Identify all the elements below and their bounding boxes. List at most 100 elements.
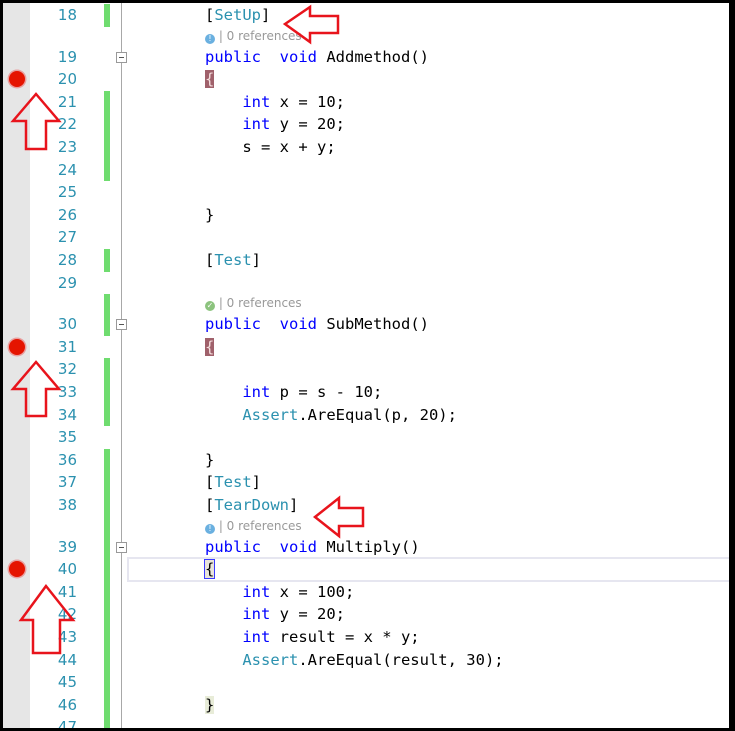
code-token: p = s - 10;: [270, 383, 383, 401]
code-text[interactable]: int y = 20;: [205, 113, 345, 135]
references-link[interactable]: 0 references: [226, 518, 302, 533]
code-line[interactable]: 43 int result = x * y;: [3, 626, 729, 649]
collapse-icon[interactable]: [116, 51, 127, 63]
code-line[interactable]: 21 int x = 10;: [3, 90, 729, 114]
code-line[interactable]: 34 Assert.AreEqual(p, 20);: [3, 403, 729, 427]
code-line[interactable]: 19 public void Addmethod(): [3, 46, 729, 69]
code-text[interactable]: int result = x * y;: [205, 626, 419, 648]
code-text[interactable]: }: [205, 449, 214, 471]
code-line[interactable]: 23 s = x + y;: [3, 136, 729, 159]
code-token: int: [242, 383, 271, 401]
code-text[interactable]: Assert.AreEqual(p, 20);: [205, 404, 457, 426]
breakpoint-icon[interactable]: [9, 561, 25, 578]
code-text[interactable]: int y = 20;: [205, 603, 345, 625]
separator: |: [215, 28, 227, 43]
code-text[interactable]: [Test]: [205, 471, 261, 493]
code-token: public: [205, 47, 261, 66]
code-text[interactable]: [SetUp]: [205, 4, 270, 26]
breakpoint-icon[interactable]: [9, 71, 25, 88]
code-text[interactable]: }: [205, 204, 214, 226]
code-token: y = 20;: [270, 115, 345, 134]
codelens-references[interactable]: ✓ | 0 references: [205, 294, 302, 312]
code-line[interactable]: 35: [3, 426, 729, 449]
codelens-row[interactable]: ! | 0 references: [3, 27, 729, 46]
code-text[interactable]: {: [203, 558, 216, 580]
codelens-references[interactable]: ! | 0 references: [205, 517, 302, 535]
breakpoint-icon[interactable]: [9, 338, 25, 355]
collapse-icon[interactable]: [116, 319, 127, 331]
code-line[interactable]: 31 {: [3, 336, 729, 359]
line-number: 31: [57, 337, 77, 356]
current-line-highlight: [127, 557, 729, 582]
code-line[interactable]: 25: [3, 181, 729, 204]
code-line[interactable]: 40{: [3, 557, 729, 582]
change-indicator: [104, 648, 110, 672]
code-line[interactable]: 38[TearDown]: [3, 494, 729, 517]
collapse-icon[interactable]: [116, 541, 127, 553]
code-line[interactable]: 26}: [3, 204, 729, 227]
code-text[interactable]: [Test]: [205, 249, 261, 271]
separator: |: [215, 296, 227, 311]
code-text[interactable]: {: [205, 336, 215, 358]
references-link[interactable]: 0 references: [226, 28, 302, 43]
line-number: 35: [57, 428, 77, 447]
change-indicator: [104, 381, 110, 404]
code-text[interactable]: int x = 100;: [205, 581, 354, 603]
line-number: 27: [57, 228, 77, 247]
code-line[interactable]: 32: [3, 358, 729, 381]
code-text[interactable]: s = x + y;: [205, 136, 335, 158]
code-token: int: [242, 115, 271, 134]
code-text[interactable]: public void SubMethod(): [205, 313, 429, 335]
code-line[interactable]: 46}: [3, 693, 729, 717]
code-text[interactable]: }: [205, 694, 215, 716]
change-indicator: [104, 136, 110, 159]
code-line[interactable]: 20{: [3, 68, 729, 91]
codelens-references[interactable]: ! | 0 references: [205, 27, 302, 45]
line-number: 19: [57, 47, 77, 66]
code-line[interactable]: 29: [3, 272, 729, 295]
code-line[interactable]: 24: [3, 158, 729, 182]
code-text[interactable]: public void Multiply(): [205, 536, 420, 558]
code-line[interactable]: 45: [3, 671, 729, 694]
code-token: Assert: [242, 405, 299, 424]
code-token: Test: [214, 251, 252, 269]
references-link[interactable]: 0 references: [226, 296, 302, 311]
code-line[interactable]: 33 int p = s - 10;: [3, 381, 729, 404]
line-number: 41: [57, 582, 77, 601]
code-text[interactable]: Assert.AreEqual(result, 30);: [205, 649, 503, 671]
line-number: 46: [57, 695, 77, 714]
change-indicator: [104, 113, 110, 136]
code-text[interactable]: {: [205, 68, 215, 90]
up-arrow-icon: [10, 360, 62, 418]
code-text[interactable]: [TearDown]: [205, 494, 298, 516]
code-text[interactable]: public void Addmethod(): [205, 46, 429, 68]
code-line[interactable]: 27: [3, 226, 729, 249]
code-token: Addmethod(): [317, 47, 429, 66]
code-text[interactable]: int x = 10;: [205, 91, 345, 113]
code-line[interactable]: 37[Test]: [3, 471, 729, 494]
line-number: 26: [57, 205, 77, 224]
change-indicator: [104, 249, 110, 272]
code-line[interactable]: 18[SetUp]: [3, 4, 729, 27]
line-number: 45: [57, 673, 77, 692]
line-number: 28: [57, 251, 77, 269]
separator: |: [215, 518, 227, 533]
code-text[interactable]: int p = s - 10;: [205, 381, 382, 403]
code-token: [: [205, 251, 215, 269]
code-line[interactable]: 22 int y = 20;: [3, 113, 729, 136]
line-number: 44: [57, 650, 77, 669]
code-line[interactable]: 47: [3, 716, 729, 728]
code-token: Multiply(): [317, 537, 420, 556]
code-token: SubMethod(): [317, 315, 429, 334]
info-icon: !: [205, 33, 215, 44]
code-line[interactable]: 28 [Test]: [3, 249, 729, 272]
codelens-row[interactable]: ✓ | 0 references: [3, 294, 729, 314]
codelens-row[interactable]: ! | 0 references: [3, 516, 729, 536]
code-line[interactable]: 44 Assert.AreEqual(result, 30);: [3, 648, 729, 672]
line-number: 32: [57, 360, 77, 379]
code-line[interactable]: 36}: [3, 448, 729, 472]
code-line[interactable]: 41 int x = 100;: [3, 580, 729, 604]
